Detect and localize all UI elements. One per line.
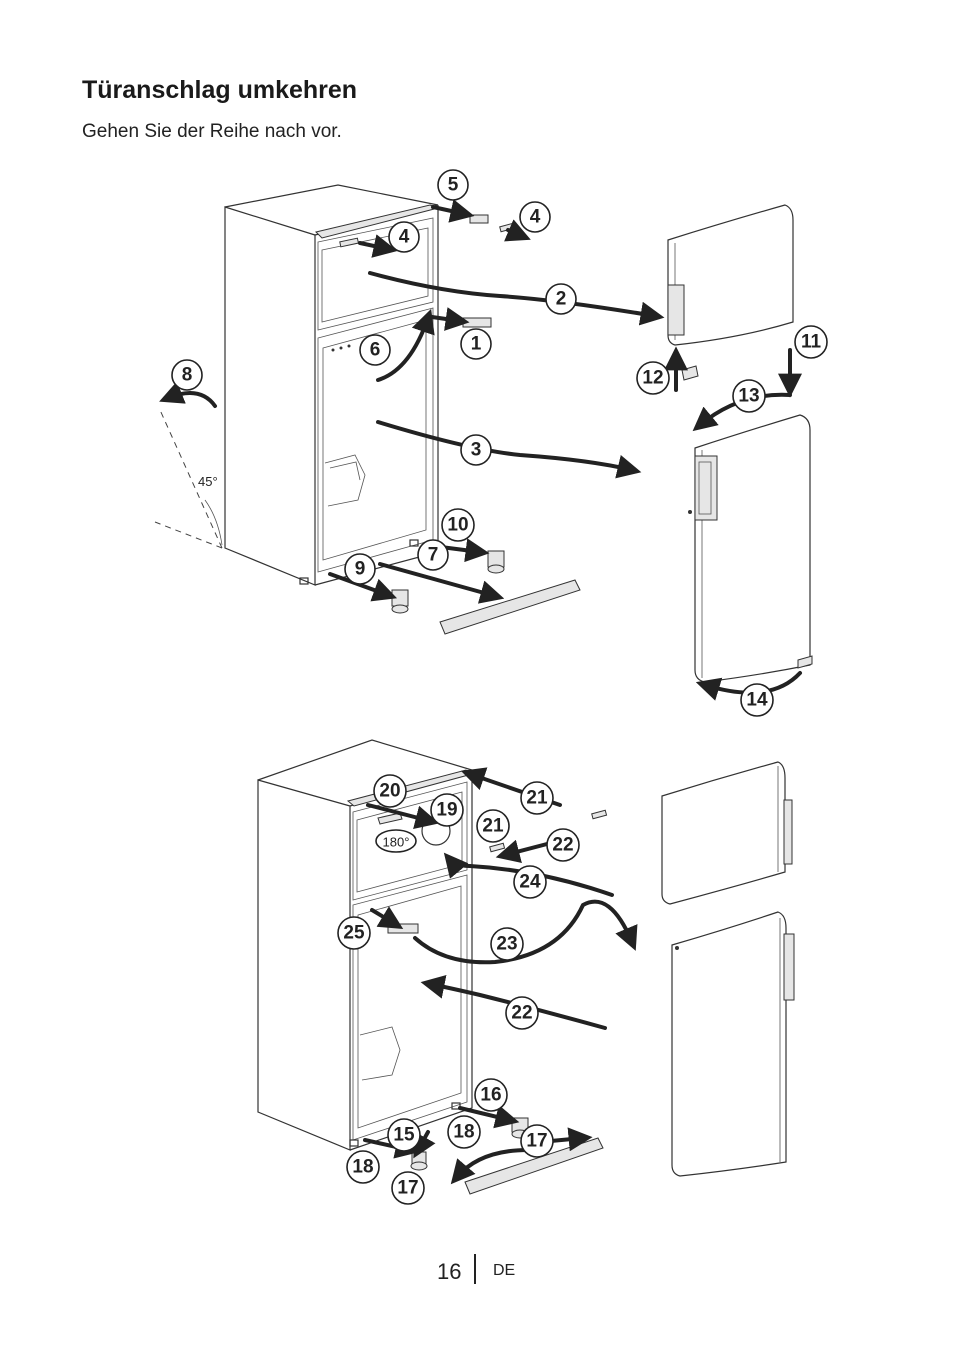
svg-text:21: 21 — [482, 816, 504, 837]
svg-text:8: 8 — [182, 365, 193, 386]
callout-14: 14 — [740, 683, 774, 717]
svg-text:9: 9 — [355, 559, 366, 580]
language-code: DE — [493, 1262, 516, 1279]
arrows-top — [159, 199, 802, 701]
callout-18-right: 18 — [447, 1115, 481, 1149]
kick-plate-top — [439, 579, 581, 635]
callout-7: 7 — [417, 539, 449, 571]
svg-text:13: 13 — [738, 386, 759, 407]
svg-text:18: 18 — [352, 1157, 373, 1178]
svg-text:21: 21 — [526, 788, 548, 809]
callout-3: 3 — [460, 434, 492, 466]
svg-text:5: 5 — [448, 175, 459, 196]
rotation-angle-label: 180° — [383, 835, 410, 850]
callout-19: 19 — [430, 793, 464, 827]
callout-22-bottom: 22 — [505, 996, 539, 1030]
tilt-angle-label: 45° — [198, 474, 218, 489]
svg-text:3: 3 — [471, 440, 482, 461]
svg-text:25: 25 — [343, 923, 365, 944]
callout-17-right: 17 — [520, 1124, 554, 1158]
tilt-angle-guide: 45° — [154, 409, 223, 549]
callout-21-mid: 21 — [476, 809, 510, 843]
svg-text:11: 11 — [801, 332, 822, 353]
svg-text:17: 17 — [526, 1131, 547, 1152]
svg-text:19: 19 — [436, 800, 457, 821]
page-subtitle: Gehen Sie der Reihe nach vor. — [82, 121, 342, 142]
callout-21-top: 21 — [520, 781, 554, 815]
svg-text:15: 15 — [393, 1125, 415, 1146]
svg-text:16: 16 — [480, 1085, 501, 1106]
callout-23: 23 — [490, 927, 524, 961]
svg-text:1: 1 — [471, 334, 482, 355]
svg-text:18: 18 — [453, 1122, 474, 1143]
callout-25: 25 — [337, 916, 371, 950]
callout-4-right: 4 — [519, 201, 551, 233]
freezer-door-top — [667, 204, 794, 346]
callout-12: 12 — [636, 361, 670, 395]
kick-plate-bottom — [464, 1137, 604, 1195]
callout-24: 24 — [513, 865, 547, 899]
fridge-door-bottom — [671, 911, 795, 1177]
callout-15: 15 — [387, 1118, 421, 1152]
svg-text:6: 6 — [370, 340, 381, 361]
callout-5: 5 — [437, 169, 469, 201]
footer-divider — [474, 1254, 476, 1284]
svg-text:12: 12 — [642, 368, 663, 389]
callout-2: 2 — [545, 283, 577, 315]
arrows-bottom — [363, 767, 638, 1185]
callout-11: 11 — [794, 325, 828, 359]
callout-20: 20 — [373, 774, 407, 808]
rotation-angle-badge: 180° — [375, 829, 417, 853]
svg-text:2: 2 — [556, 289, 567, 310]
svg-text:14: 14 — [746, 690, 768, 711]
svg-text:7: 7 — [428, 545, 439, 566]
callout-10: 10 — [441, 508, 475, 542]
freezer-door-bottom — [661, 761, 793, 905]
fridge-door-top — [688, 414, 811, 683]
page-title: Türanschlag umkehren — [82, 76, 358, 104]
svg-text:23: 23 — [496, 934, 517, 955]
callout-1: 1 — [460, 328, 492, 360]
page-number: 16 — [437, 1259, 462, 1284]
svg-text:17: 17 — [397, 1178, 418, 1199]
svg-text:20: 20 — [379, 781, 400, 802]
callout-9: 9 — [344, 553, 376, 585]
svg-text:4: 4 — [399, 227, 410, 248]
callout-22-top: 22 — [546, 828, 580, 862]
callout-16: 16 — [474, 1078, 508, 1112]
callout-6: 6 — [359, 334, 391, 366]
callout-13: 13 — [732, 379, 766, 413]
svg-text:10: 10 — [447, 515, 468, 536]
svg-text:24: 24 — [519, 872, 541, 893]
svg-text:22: 22 — [552, 835, 573, 856]
callout-17-left: 17 — [391, 1171, 425, 1205]
callout-8: 8 — [171, 359, 203, 391]
callout-18-left: 18 — [346, 1150, 380, 1184]
svg-text:22: 22 — [511, 1003, 532, 1024]
callout-4-left: 4 — [388, 221, 420, 253]
svg-text:4: 4 — [530, 207, 541, 228]
